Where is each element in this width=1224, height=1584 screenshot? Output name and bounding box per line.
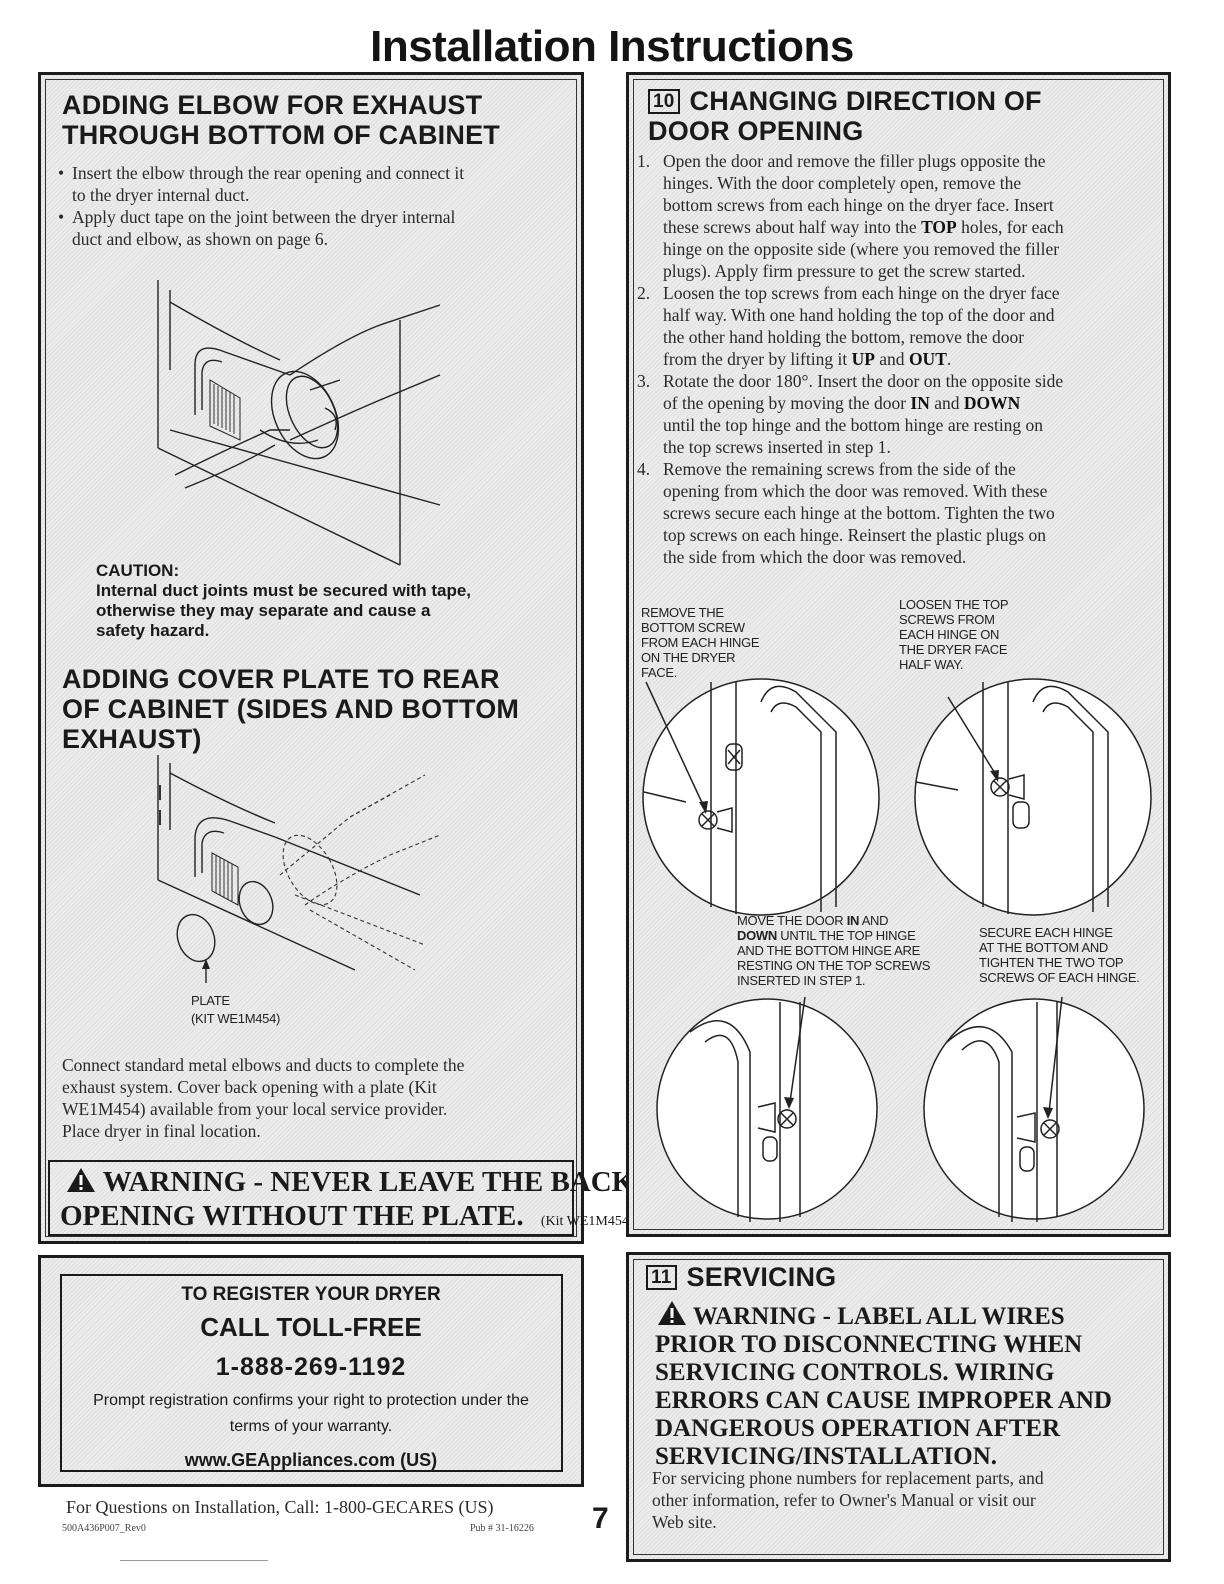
label-line: THE DRYER FACE: [899, 642, 1008, 657]
label-line: EACH HINGE ON: [899, 627, 1000, 642]
elbow-bullet-1: Insert the elbow through the rear openin…: [58, 162, 578, 206]
label-line: SCREWS OF EACH HINGE.: [979, 970, 1140, 985]
label-line: BOTTOM SCREW: [641, 620, 745, 635]
door-step-1: 1. Open the door and remove the filler pl…: [637, 150, 1167, 282]
plate-label: PLATE: [191, 993, 230, 1008]
footer-code-right: Pub # 31-16226: [470, 1523, 534, 1534]
elbow-cover-plate-panel: [38, 72, 584, 1244]
label-line: AT THE BOTTOM AND: [979, 940, 1109, 955]
elbow-heading: ADDING ELBOW FOR EXHAUST THROUGH BOTTOM …: [62, 90, 500, 150]
door-step-line: hinges. With the door completely open, r…: [663, 173, 1022, 193]
door-step-line: top screws on each hinge. Reinsert the p…: [663, 525, 1046, 545]
label-line: INSERTED IN STEP 1.: [737, 973, 866, 988]
page-title: Installation Instructions: [370, 22, 854, 71]
door-step-number-label: 2.: [637, 283, 651, 303]
elbow-bullet-2: Apply duct tape on the joint between the…: [58, 206, 578, 250]
cover-plate-illustration: [157, 755, 441, 983]
register-prompt-line2: terms of your warranty.: [229, 1418, 393, 1435]
warning-kit: (Kit WE1M454): [540, 1214, 634, 1229]
label-line: RESTING ON THE TOP SCREWS: [737, 958, 931, 973]
hinge-illustration-remove: [642, 678, 880, 916]
footer-rule: [120, 1560, 268, 1561]
register-call: CALL TOLL-FREE: [200, 1312, 422, 1342]
door-step-line: until the top hinge and the bottom hinge…: [663, 415, 1044, 435]
register-title: TO REGISTER YOUR DRYER: [181, 1284, 441, 1305]
label-line: SECURE EACH HINGE: [979, 925, 1113, 940]
door-step-number: 10: [648, 89, 680, 114]
door-step-line: hinge on the opposite side (where you re…: [663, 239, 1060, 259]
door-step-line: of the opening by moving the door IN and…: [663, 393, 1021, 413]
hinge-illustration-loosen: [914, 678, 1152, 916]
label-line: TIGHTEN THE TWO TOP: [979, 955, 1124, 970]
kit-label: (KIT WE1M454): [191, 1011, 281, 1026]
warning-line-1: WARNING - NEVER LEAVE THE BACK: [102, 1166, 635, 1198]
door-step-2: 2. Loosen the top screws from each hinge …: [637, 282, 1167, 370]
label-line: REMOVE THE: [641, 605, 724, 620]
door-step-line: these screws about half way into the TOP…: [663, 217, 1064, 237]
door-step-line: the other hand holding the bottom, remov…: [663, 327, 1025, 347]
label-line: SCREWS FROM: [899, 612, 995, 627]
register-prompt-line1: Prompt registration confirms your right …: [93, 1392, 529, 1409]
servicing-warning: WARNING - LABEL ALL WIRES PRIOR TO DISCO…: [655, 1300, 1165, 1471]
register-website[interactable]: www.GEAppliances.com (US): [184, 1450, 438, 1470]
warning-triangle-icon: [67, 1168, 95, 1192]
door-step-line: half way. With one hand holding the top …: [663, 305, 1055, 325]
door-step-line: the side from which the door was removed…: [663, 547, 967, 567]
door-step-line: screws secure each hinge at the bottom. …: [663, 503, 1055, 523]
elbow-illustration: [157, 280, 441, 566]
caution-title: CAUTION:: [96, 561, 180, 580]
door-step-line: Open the door and remove the filler plug…: [663, 151, 1046, 171]
footer-code-left: 500A436P007_Rev0: [62, 1523, 146, 1534]
label-line: AND THE BOTTOM HINGE ARE: [737, 943, 921, 958]
label-line: DOWN UNTIL THE TOP HINGE: [737, 928, 916, 943]
footer-questions: For Questions on Installation, Call: 1-8…: [66, 1497, 494, 1517]
door-step-line: Remove the remaining screws from the sid…: [663, 459, 1016, 479]
label-line: MOVE THE DOOR IN AND: [737, 913, 889, 928]
elbow-heading-line1: ADDING ELBOW FOR EXHAUST: [62, 90, 483, 120]
door-step-line: plugs). Apply firm pressure to get the s…: [663, 261, 1026, 281]
door-step-4: 4. Remove the remaining screws from the s…: [637, 458, 1167, 568]
door-step-line: Rotate the door 180°. Insert the door on…: [663, 371, 1064, 391]
label-line: ON THE DRYER: [641, 650, 736, 665]
page-number: 7: [592, 1502, 609, 1535]
hinge-illustration-secure: [923, 996, 1145, 1222]
label-line: FROM EACH HINGE: [641, 635, 760, 650]
elbow-heading-line2: THROUGH BOTTOM OF CABINET: [62, 120, 500, 150]
hinge-illustration-move: [656, 996, 878, 1222]
door-steps: 1. Open the door and remove the filler pl…: [637, 150, 1167, 568]
label-line: LOOSEN THE TOP: [899, 597, 1009, 612]
register-phone: 1-888-269-1192: [215, 1353, 407, 1381]
caution-line-3: safety hazard.: [96, 621, 210, 640]
warning-triangle-icon: [658, 1301, 686, 1325]
back-opening-warning: WARNING - NEVER LEAVE THE BACK OPENING W…: [48, 1160, 634, 1236]
servicing-body: For servicing phone numbers for replacem…: [652, 1468, 1044, 1532]
caution-line-1: Internal duct joints must be secured wit…: [96, 581, 472, 600]
cover-plate-heading: ADDING COVER PLATE TO REAR OF CABINET (S…: [62, 664, 520, 754]
caution-block: CAUTION: Internal duct joints must be se…: [96, 561, 471, 641]
door-step-line: Loosen the top screws from each hinge on…: [663, 283, 1060, 303]
door-step-3: 3. Rotate the door 180°. Insert the door …: [637, 370, 1167, 458]
label-line: HALF WAY.: [899, 657, 964, 672]
register-panel: [38, 1255, 584, 1487]
elbow-bullets: Insert the elbow through the rear openin…: [58, 162, 578, 250]
door-step-number-label: 3.: [637, 371, 651, 391]
label-line: FACE.: [641, 665, 678, 680]
door-step-line: the top screws inserted in step 1.: [663, 437, 891, 457]
door-step-line: bottom screws from each hinge on the dry…: [663, 195, 1054, 215]
door-step-number-label: 1.: [637, 151, 651, 171]
door-step-line: opening from which the door was removed.…: [663, 481, 1048, 501]
cover-plate-body: Connect standard metal elbows and ducts …: [62, 1055, 465, 1141]
servicing-panel: [626, 1252, 1171, 1562]
caution-line-2: otherwise they may separate and cause a: [96, 601, 431, 620]
warning-line-2: OPENING WITHOUT THE PLATE.: [60, 1200, 524, 1232]
door-step-line: from the dryer by lifting it UP and OUT.: [663, 349, 952, 369]
servicing-step-number: 11: [646, 1265, 677, 1290]
door-step-number-label: 4.: [637, 459, 651, 479]
